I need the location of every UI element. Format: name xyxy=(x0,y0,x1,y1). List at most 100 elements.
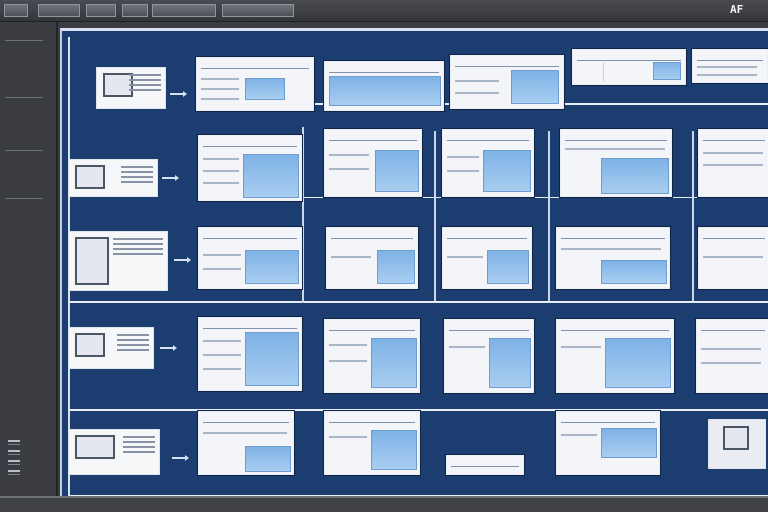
panel-r2-c3[interactable] xyxy=(556,227,670,289)
panel-row xyxy=(447,170,479,172)
panel-r0-c4[interactable] xyxy=(692,49,768,83)
toolbar-button-6[interactable] xyxy=(222,4,294,17)
toolbar-button-5[interactable] xyxy=(152,4,216,17)
panel-row xyxy=(203,254,241,256)
panel-r1-c2[interactable] xyxy=(442,129,534,197)
node-icon-box[interactable] xyxy=(96,67,166,109)
panel-r4-c1[interactable] xyxy=(324,411,420,475)
sidebar-label-1[interactable] xyxy=(5,40,43,41)
panel-r4-c0[interactable] xyxy=(198,411,294,475)
toolbar-button-1[interactable] xyxy=(4,4,28,17)
app-logo: AF xyxy=(730,3,744,16)
panel-title xyxy=(561,323,669,331)
panel-r2-c4[interactable] xyxy=(698,227,768,289)
node-icon-box[interactable] xyxy=(68,327,154,369)
node-icon-box[interactable] xyxy=(68,231,168,291)
panel-row xyxy=(203,340,241,342)
panel-preview xyxy=(245,332,299,386)
panel-row xyxy=(203,158,239,160)
panel-r2-c2[interactable] xyxy=(442,227,532,289)
sidebar-label-4[interactable] xyxy=(5,198,43,199)
toolbar-button-2[interactable] xyxy=(38,4,80,17)
panel-r0-c0[interactable] xyxy=(196,57,314,111)
chart-icon xyxy=(75,333,105,357)
list-icon[interactable] xyxy=(8,440,20,445)
chart-icon xyxy=(75,165,105,189)
column-divider xyxy=(548,131,550,301)
panel-title xyxy=(329,133,417,141)
panel-row xyxy=(447,156,479,158)
panel-row xyxy=(203,170,239,172)
panel-row xyxy=(329,360,367,362)
column-divider xyxy=(302,127,304,303)
panel-row xyxy=(329,344,367,346)
panel-title xyxy=(703,231,765,239)
panel-r0-c2[interactable] xyxy=(450,55,564,109)
node-icon-box[interactable] xyxy=(68,429,160,475)
panel-preview xyxy=(371,430,417,470)
panel-row xyxy=(561,434,597,436)
panel-title xyxy=(329,323,415,331)
panel-title xyxy=(561,415,655,423)
sidebar-label-2[interactable] xyxy=(5,97,43,98)
panel-row xyxy=(329,154,369,156)
lane-divider xyxy=(70,409,768,411)
panel-title xyxy=(203,231,297,239)
panel-r4-c2[interactable] xyxy=(446,455,524,475)
panel-r1-c4[interactable] xyxy=(698,129,768,197)
panel-row xyxy=(203,268,241,270)
list-icon[interactable] xyxy=(8,450,20,455)
panel-r3-c3[interactable] xyxy=(556,319,674,393)
panel-title xyxy=(451,459,519,467)
panel-r0-c3[interactable] xyxy=(572,49,686,85)
sidebar-label-3[interactable] xyxy=(5,150,43,151)
panel-r3-c2[interactable] xyxy=(444,319,534,393)
panel-row xyxy=(201,88,239,90)
panel-r2-c0[interactable] xyxy=(198,227,302,289)
panel-preview xyxy=(245,250,299,284)
panel-title xyxy=(577,53,681,61)
panel-row xyxy=(201,78,239,80)
toolbar-button-4[interactable] xyxy=(122,4,148,17)
panel-preview xyxy=(605,338,671,388)
panel-row xyxy=(203,368,241,370)
panel-row xyxy=(703,164,763,166)
panel-preview xyxy=(245,446,291,472)
panel-title xyxy=(447,133,529,141)
list-icon[interactable] xyxy=(8,470,20,475)
panel-title xyxy=(201,61,309,69)
node-icon-box[interactable] xyxy=(708,419,766,469)
panel-row xyxy=(201,98,239,100)
panel-row xyxy=(329,168,369,170)
panel-preview xyxy=(511,70,559,104)
panel-row xyxy=(561,248,661,250)
panel-title xyxy=(203,321,297,329)
list-icon[interactable] xyxy=(8,460,20,465)
panel-r3-c0[interactable] xyxy=(198,317,302,391)
panel-row xyxy=(697,66,757,68)
panel-r1-c1[interactable] xyxy=(324,129,422,197)
arrow-connector xyxy=(160,345,177,351)
panel-r1-c3[interactable] xyxy=(560,129,672,197)
node-label-lines xyxy=(121,166,153,168)
lane-divider xyxy=(302,197,768,198)
panel-title xyxy=(565,133,667,141)
panel-preview xyxy=(377,250,415,284)
lane-divider xyxy=(70,301,768,303)
node-icon-box[interactable] xyxy=(68,159,158,197)
panel-r1-c0[interactable] xyxy=(198,135,302,201)
panel-r2-c1[interactable] xyxy=(326,227,418,289)
panel-r0-c1[interactable] xyxy=(324,61,444,111)
window-title xyxy=(300,5,450,17)
panel-row xyxy=(703,256,763,258)
panel-row xyxy=(703,152,763,154)
node-label-lines xyxy=(123,436,155,438)
panel-title xyxy=(455,59,559,67)
diagram-canvas[interactable] xyxy=(60,28,768,497)
panel-preview xyxy=(375,150,419,192)
panel-r3-c4[interactable] xyxy=(696,319,768,393)
top-toolbar: AF xyxy=(0,0,768,22)
toolbar-button-3[interactable] xyxy=(86,4,116,17)
panel-r4-c3[interactable] xyxy=(556,411,660,475)
panel-r3-c1[interactable] xyxy=(324,319,420,393)
